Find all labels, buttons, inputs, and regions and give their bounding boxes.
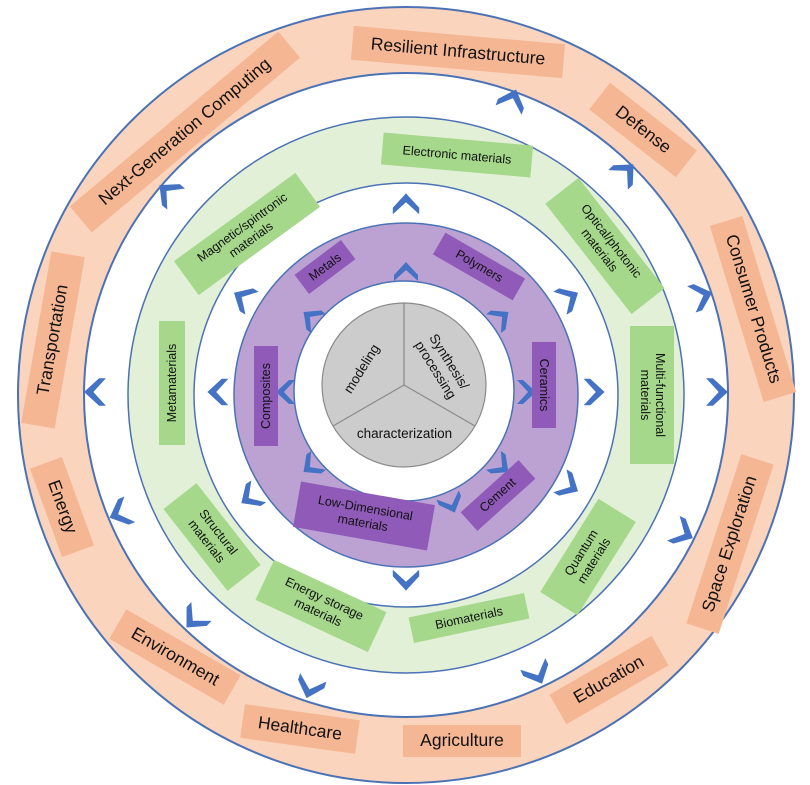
application-agriculture: Agriculture (403, 725, 521, 757)
outward-arrow-icon (583, 378, 605, 406)
outward-arrow-icon (486, 450, 509, 474)
outward-arrow-icon (687, 284, 713, 313)
outward-arrow-icon (303, 310, 326, 334)
material-metamaterials: Metamaterials (159, 321, 185, 445)
core-characterization: characterization (356, 426, 453, 442)
outward-arrow-icon (706, 378, 728, 406)
outward-arrow-icon (520, 658, 549, 684)
outward-arrow-icon (109, 496, 136, 525)
outward-arrow-icon (436, 490, 462, 513)
outward-arrow-icon (233, 288, 259, 315)
outward-arrow-icon (667, 515, 693, 544)
outward-arrow-icon (495, 89, 524, 115)
outward-arrow-icon (186, 602, 212, 628)
core-divider-left (332, 384, 405, 427)
outward-arrow-icon (392, 569, 420, 591)
outward-arrow-icon (303, 450, 326, 474)
core-divider-right (403, 384, 476, 427)
outward-arrow-icon (159, 184, 186, 210)
outward-arrow-icon (207, 378, 229, 406)
outward-arrow-icon (608, 164, 634, 190)
outward-arrow-icon (486, 310, 509, 334)
material-multi-functional: Multi-functional materials (630, 326, 674, 464)
outward-arrow-icon (553, 288, 579, 315)
class-ceramics: Ceramics (532, 342, 556, 428)
outward-arrow-icon (241, 480, 267, 507)
outward-arrow-icon (84, 378, 106, 406)
class-composites: Composites (254, 346, 278, 446)
outward-arrow-icon (553, 469, 579, 496)
outward-arrow-icon (276, 380, 295, 404)
outward-arrow-icon (394, 262, 418, 281)
outward-arrow-icon (392, 193, 420, 215)
outward-arrow-icon (298, 673, 327, 699)
